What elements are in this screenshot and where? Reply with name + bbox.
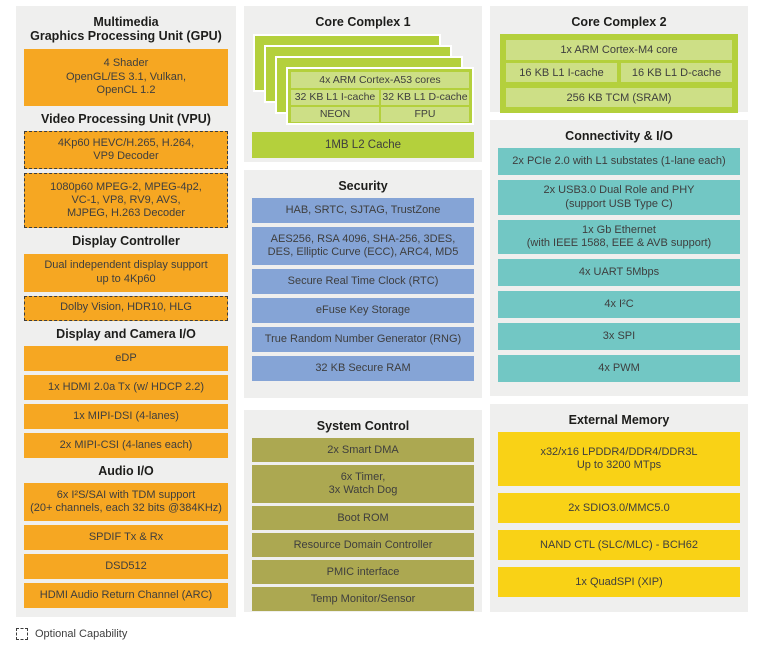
vpu-4k-decoder-box: 4Kp60 HEVC/H.265, H.264, VP9 Decoder <box>24 131 228 170</box>
vpu-section-title: Video Processing Unit (VPU) <box>41 111 211 126</box>
connectivity-section-title: Connectivity & I/O <box>565 129 673 143</box>
boot-rom-box: Boot ROM <box>252 506 474 531</box>
security-section-title: Security <box>338 179 388 193</box>
cc2-icache-cell: 16 KB L1 I-cache <box>506 63 617 83</box>
core-complex-2-panel: Core Complex 2 1x ARM Cortex-M4 core 16 … <box>490 6 748 114</box>
secure-rtc-box: Secure Real Time Clock (RTC) <box>252 269 474 295</box>
pcie-box: 2x PCIe 2.0 with L1 substates (1-lane ea… <box>498 148 740 176</box>
display-camera-io-section-title: Display and Camera I/O <box>56 326 196 341</box>
core-complex-1-panel: Core Complex 1 4x ARM Cortex-A53 cores 3… <box>244 6 482 162</box>
display-controller-section-title: Display Controller <box>72 234 180 249</box>
external-memory-panel: External Memory x32/x16 LPDDR4/DDR4/DDR3… <box>490 404 748 612</box>
cc2-core-box: 1x ARM Cortex-M4 core <box>506 40 732 61</box>
core-complex-2-title: Core Complex 2 <box>571 15 667 29</box>
uart-box: 4x UART 5Mbps <box>498 259 740 287</box>
legend: Optional Capability <box>16 628 127 640</box>
cortex-a53-core-stack: 4x ARM Cortex-A53 cores 32 KB L1 I-cache… <box>253 34 474 127</box>
lpddr4-box: x32/x16 LPDDR4/DDR4/DDR3L Up to 3200 MTp… <box>498 432 740 487</box>
system-control-section-title: System Control <box>316 419 410 433</box>
hdmi-arc-box: HDMI Audio Return Channel (ARC) <box>24 583 228 609</box>
gpu-section-title: Multimedia Graphics Processing Unit (GPU… <box>30 15 222 44</box>
sdio-mmc-box: 2x SDIO3.0/MMC5.0 <box>498 493 740 524</box>
legend-label: Optional Capability <box>35 628 128 640</box>
cc2-dcache-cell: 16 KB L1 D-cache <box>621 63 732 83</box>
multimedia-panel: Multimedia Graphics Processing Unit (GPU… <box>16 6 236 617</box>
cc1-cores-box: 4x ARM Cortex-A53 cores <box>291 72 469 89</box>
hab-trustzone-box: HAB, SRTC, SJTAG, TrustZone <box>252 198 474 224</box>
optional-capability-swatch-icon <box>16 628 28 640</box>
crypto-algorithms-box: AES256, RSA 4096, SHA-256, 3DES, DES, El… <box>252 227 474 266</box>
hdmi-tx-box: 1x HDMI 2.0a Tx (w/ HDCP 2.2) <box>24 374 228 400</box>
spi-box: 3x SPI <box>498 323 740 351</box>
cc2-tcm-box: 256 KB TCM (SRAM) <box>506 88 732 108</box>
edp-box: eDP <box>24 345 228 371</box>
cc1-fpu-cell: FPU <box>381 107 469 123</box>
cortex-m4-core-block: 1x ARM Cortex-M4 core 16 KB L1 I-cache 1… <box>500 34 738 114</box>
dsd512-box: DSD512 <box>24 554 228 580</box>
cc1-dcache-cell: 32 KB L1 D-cache <box>381 90 469 106</box>
efuse-key-storage-box: eFuse Key Storage <box>252 298 474 324</box>
secure-ram-box: 32 KB Secure RAM <box>252 356 474 382</box>
l2-cache-bar: 1MB L2 Cache <box>252 132 474 159</box>
mipi-csi-box: 2x MIPI-CSI (4-lanes each) <box>24 432 228 458</box>
cc1-icache-cell: 32 KB L1 I-cache <box>291 90 379 106</box>
dual-display-box: Dual independent display support up to 4… <box>24 253 228 292</box>
security-panel: Security HAB, SRTC, SJTAG, TrustZone AES… <box>244 170 482 398</box>
spdif-box: SPDIF Tx & Rx <box>24 525 228 551</box>
usb3-box: 2x USB3.0 Dual Role and PHY (support USB… <box>498 180 740 215</box>
audio-io-section-title: Audio I/O <box>98 463 154 478</box>
cc1-stack-card-front: 4x ARM Cortex-A53 cores 32 KB L1 I-cache… <box>286 67 474 126</box>
vpu-1080p-decoder-box: 1080p60 MPEG-2, MPEG-4p2, VC-1, VP8, RV9… <box>24 173 228 229</box>
dolby-vision-box: Dolby Vision, HDR10, HLG <box>24 295 228 321</box>
i2s-sai-box: 6x I²S/SAI with TDM support (20+ channel… <box>24 483 228 522</box>
system-control-panel: System Control 2x Smart DMA 6x Timer, 3x… <box>244 410 482 612</box>
core-complex-1-title: Core Complex 1 <box>315 15 411 29</box>
mipi-dsi-box: 1x MIPI-DSI (4-lanes) <box>24 403 228 429</box>
i2c-box: 4x I²C <box>498 291 740 319</box>
nand-ctl-box: NAND CTL (SLC/MLC) - BCH62 <box>498 530 740 561</box>
rng-box: True Random Number Generator (RNG) <box>252 327 474 353</box>
quadspi-box: 1x QuadSPI (XIP) <box>498 567 740 598</box>
pwm-box: 4x PWM <box>498 355 740 383</box>
external-memory-section-title: External Memory <box>568 413 670 427</box>
temp-monitor-box: Temp Monitor/Sensor <box>252 587 474 612</box>
resource-domain-controller-box: Resource Domain Controller <box>252 533 474 558</box>
gpu-features-box: 4 Shader OpenGL/ES 3.1, Vulkan, OpenCL 1… <box>24 48 228 106</box>
timer-watchdog-box: 6x Timer, 3x Watch Dog <box>252 465 474 504</box>
cc1-neon-cell: NEON <box>291 107 379 123</box>
pmic-interface-box: PMIC interface <box>252 560 474 585</box>
gb-ethernet-box: 1x Gb Ethernet (with IEEE 1588, EEE & AV… <box>498 219 740 255</box>
connectivity-panel: Connectivity & I/O 2x PCIe 2.0 with L1 s… <box>490 120 748 396</box>
smart-dma-box: 2x Smart DMA <box>252 438 474 463</box>
